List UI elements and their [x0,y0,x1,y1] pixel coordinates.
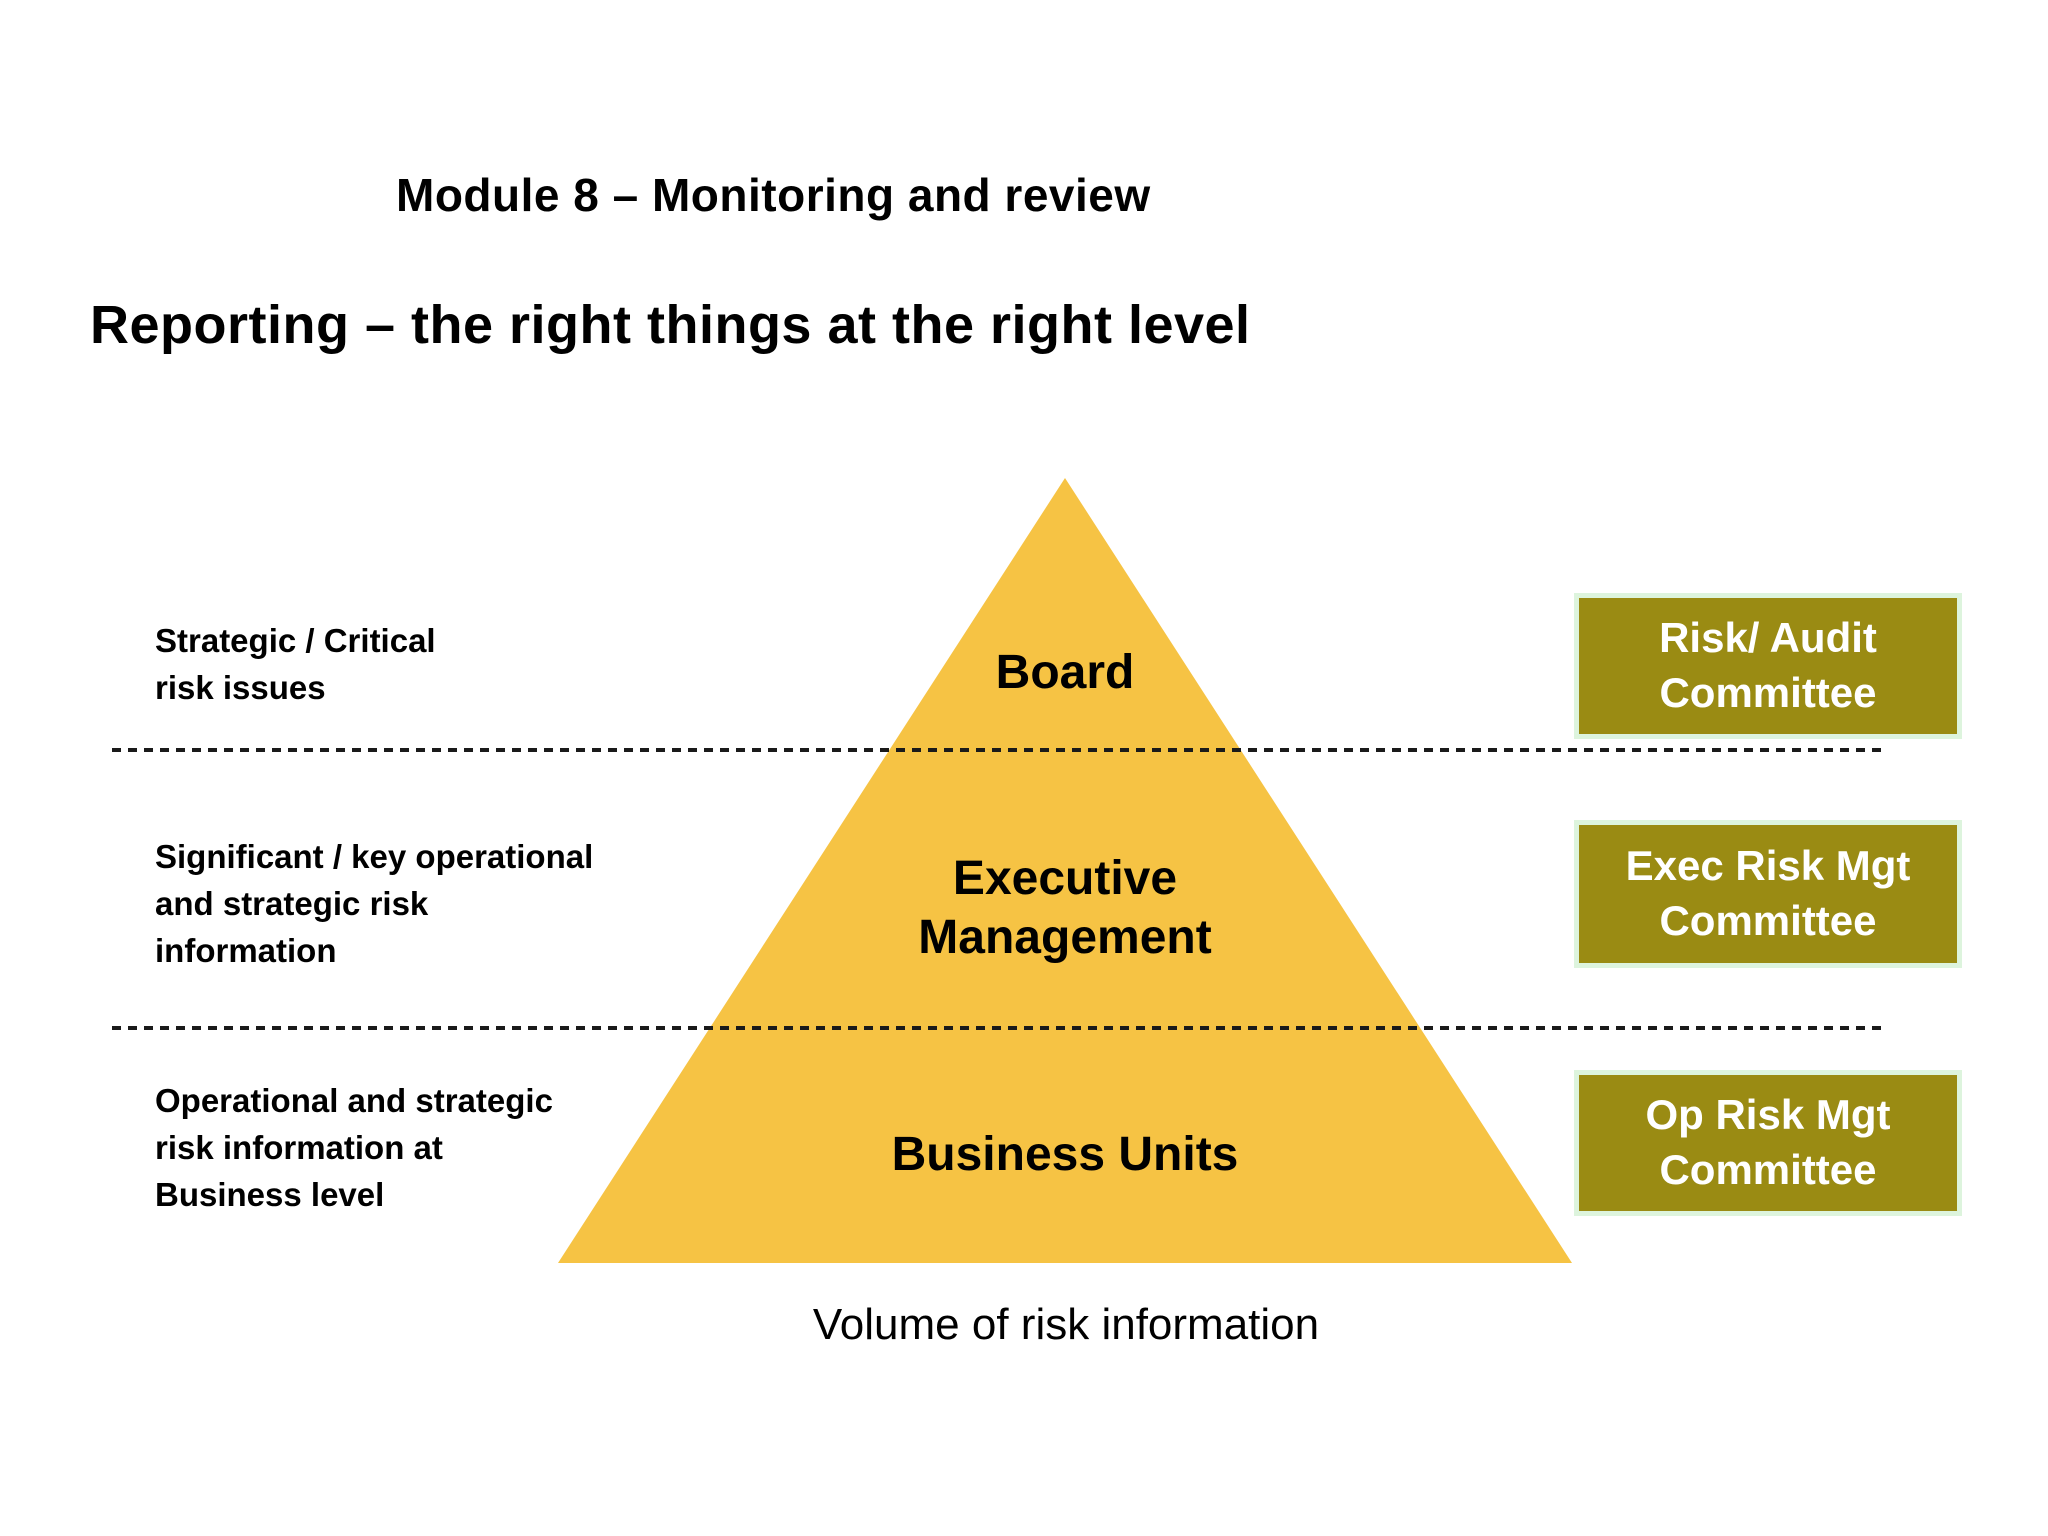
committee-box-exec-risk-mgt: Exec Risk Mgt Committee [1574,820,1962,968]
pyramid-triangle [558,478,1572,1263]
pyramid-level-business: Business Units [891,1128,1239,1181]
level-description-executive: Significant / key operational and strate… [155,838,594,969]
committee-box-op-risk-mgt: Op Risk Mgt Committee [1574,1070,1962,1216]
pyramid-level-board: Board [995,646,1135,699]
divider-line-exec-business [112,1026,1886,1030]
level-description-business: Operational and strategic risk informati… [155,1082,553,1213]
level-description-board: Strategic / Critical risk issues [155,622,436,706]
pyramid-level-executive: Executive Management [918,852,1212,964]
divider-line-board-exec [112,748,1886,752]
module-title: Module 8 – Monitoring and review [396,169,1151,221]
axis-label: Volume of risk information [812,1300,1320,1349]
page-title: Reporting – the right things at the righ… [90,295,1251,355]
committee-box-risk-audit: Risk/ Audit Committee [1574,593,1962,739]
